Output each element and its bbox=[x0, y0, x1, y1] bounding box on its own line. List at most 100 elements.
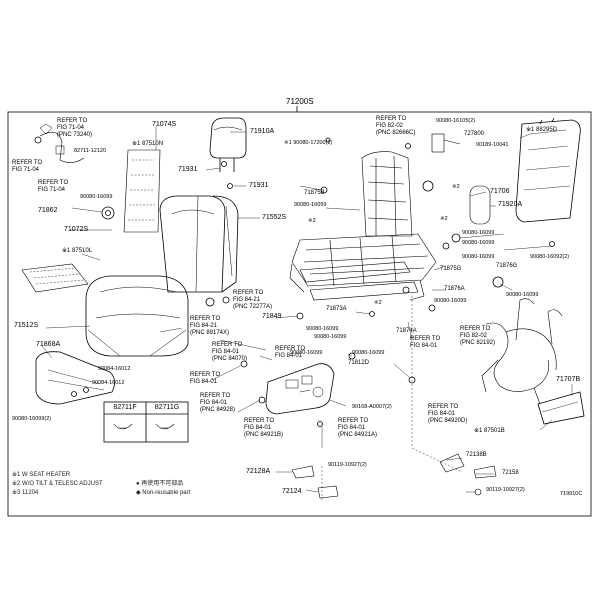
variant-mark: ※2 bbox=[452, 184, 460, 190]
seatback-cover-shape bbox=[159, 195, 239, 293]
part-label: 71868A bbox=[36, 341, 61, 348]
part-label: ※1 87510N bbox=[132, 141, 164, 147]
part-label: 90080-16105(2) bbox=[436, 118, 476, 124]
refer-line: (PNC 73240) bbox=[57, 132, 93, 138]
refer-block-3: REFER TO FIG 71-04 bbox=[38, 180, 68, 194]
part-label: 90080-16099 bbox=[506, 292, 539, 298]
switch-bezel-shape bbox=[265, 363, 335, 415]
refer-block-4: REFER TO FIG 82-02 (PNC 82666C) bbox=[376, 116, 415, 137]
part-72138b-shape bbox=[439, 453, 465, 473]
refer-line: REFER TO bbox=[338, 418, 369, 424]
diagram-frame bbox=[7, 111, 592, 517]
legend-line: ◆ Non-reusable part bbox=[136, 490, 191, 496]
refer-line: REFER TO bbox=[410, 336, 441, 342]
assembly-part-number: 71200S bbox=[286, 97, 314, 106]
box-header-col2: 82711G bbox=[154, 404, 180, 411]
refer-line: REFER TO bbox=[460, 326, 491, 332]
seat-track-shape bbox=[299, 261, 419, 301]
refer-line: (PNC 84928) bbox=[200, 407, 236, 413]
part-label: ※1 87510L bbox=[62, 248, 93, 254]
refer-line: REFER TO bbox=[12, 160, 43, 166]
part-label: 71849 bbox=[262, 313, 282, 320]
refer-block-9: REFER TO FIG 84-01 bbox=[190, 372, 220, 386]
refer-line: FIG 84-01 bbox=[275, 353, 303, 359]
refer-block-15: REFER TO FIG 84-01 (PNC 84921A) bbox=[338, 418, 377, 439]
part-label: 90119-10927(2) bbox=[486, 487, 525, 493]
headrest-shape bbox=[209, 117, 247, 172]
part-label: 71910A bbox=[250, 128, 275, 135]
part-label: 90080-16099 bbox=[314, 334, 347, 340]
refer-line: FIG 84-01 bbox=[428, 411, 456, 417]
part-label: 90080-16099 bbox=[294, 202, 327, 208]
part-label: 90168-A0007(2) bbox=[352, 404, 392, 410]
refer-line: FIG 84-21 bbox=[233, 297, 261, 303]
refer-line: (PNC 84921B) bbox=[244, 432, 284, 438]
refer-line: (PNC 84920D) bbox=[428, 418, 468, 424]
refer-line: REFER TO bbox=[233, 290, 264, 296]
refer-line: REFER TO bbox=[428, 404, 459, 410]
part-label: ※1 87501B bbox=[474, 428, 505, 434]
part-label: 90080-16099(2) bbox=[12, 416, 52, 422]
part-label: 72124 bbox=[282, 488, 302, 495]
part-label: 71876A bbox=[444, 286, 465, 292]
part-label: 90080-16099 bbox=[290, 350, 323, 356]
part-label: ※1 90080-17200(2) bbox=[284, 140, 333, 146]
figure-id: 719910C bbox=[560, 491, 583, 497]
part-label: 90080-16099 bbox=[80, 194, 113, 200]
part-label: 90080-16099 bbox=[306, 326, 339, 332]
part-label: 71512S bbox=[14, 322, 39, 329]
part-label: 90080-16099 bbox=[352, 350, 385, 356]
refer-line: FIG 84-01 bbox=[410, 343, 438, 349]
refer-line: (PNC 84921A) bbox=[338, 432, 378, 438]
part-label: 72138B bbox=[466, 452, 487, 458]
part-label: 71920A bbox=[498, 201, 523, 208]
side-shield-shape bbox=[35, 351, 115, 405]
legend-line: ※1 W SEAT HEATER bbox=[12, 472, 71, 478]
variant-mark: ※2 bbox=[440, 216, 448, 222]
part-72158-shape bbox=[473, 465, 497, 479]
wire-harness-shape bbox=[481, 298, 563, 405]
refer-block-12: REFER TO FIG 82-02 (PNC 82192) bbox=[460, 326, 495, 347]
part-label: 71074S bbox=[152, 121, 177, 128]
refer-line: FIG 71-04 bbox=[12, 167, 40, 173]
refer-block-1: REFER TO FIG 71-04 (PNC 73240) bbox=[57, 118, 92, 139]
refer-line: FIG 82-02 bbox=[376, 123, 404, 129]
part-label: 90080-16099 bbox=[462, 254, 495, 260]
refer-block-11: REFER TO FIG 84-01 bbox=[410, 336, 440, 350]
back-heater-pad-shape bbox=[123, 149, 161, 233]
refer-line: REFER TO bbox=[244, 418, 275, 424]
refer-line: REFER TO bbox=[190, 316, 221, 322]
part-label: 90080-16099 bbox=[434, 298, 467, 304]
refer-line: FIG 71-04 bbox=[57, 125, 85, 131]
backboard-shape bbox=[515, 117, 581, 223]
undercover-shape bbox=[537, 391, 585, 425]
part-label: 90080-16099 bbox=[462, 230, 495, 236]
refer-line: REFER TO bbox=[212, 342, 243, 348]
part-label: 71862 bbox=[38, 207, 58, 214]
part-label: 71875G bbox=[440, 266, 462, 272]
legend-line: ● 再使用不可部品 bbox=[136, 481, 184, 487]
part-label: 71552S bbox=[262, 214, 287, 221]
part-72128a-shape bbox=[291, 465, 315, 479]
part-label: 727800 bbox=[464, 131, 485, 137]
refer-block-8: REFER TO FIG 84-01 bbox=[275, 346, 305, 360]
refer-line: FIG 82-02 bbox=[460, 333, 488, 339]
part-label: 72158 bbox=[502, 470, 519, 476]
part-label: 82711-12120 bbox=[74, 148, 107, 154]
part-label: 71706 bbox=[490, 188, 510, 195]
part-label: 71874A bbox=[396, 328, 417, 334]
refer-line: FIG 84-01 bbox=[244, 425, 272, 431]
part-label: 90080-16099 bbox=[462, 240, 495, 246]
lumbar-pad-shape bbox=[469, 185, 491, 225]
refer-line: (PNC 89174X) bbox=[190, 330, 230, 336]
refer-line: REFER TO bbox=[200, 393, 231, 399]
seat-cushion-shape bbox=[85, 275, 189, 357]
part-label: 71931 bbox=[249, 182, 269, 189]
refer-block-13: REFER TO FIG 84-01 (PNC 84920D) bbox=[428, 404, 467, 425]
part-label: 71876G bbox=[496, 263, 518, 269]
refer-block-14: REFER TO FIG 84-01 (PNC 84921B) bbox=[244, 418, 283, 439]
variant-mark: ※2 bbox=[308, 218, 316, 224]
part-label: ※1 88295D bbox=[526, 127, 558, 133]
seat-frame-shape bbox=[289, 151, 437, 301]
